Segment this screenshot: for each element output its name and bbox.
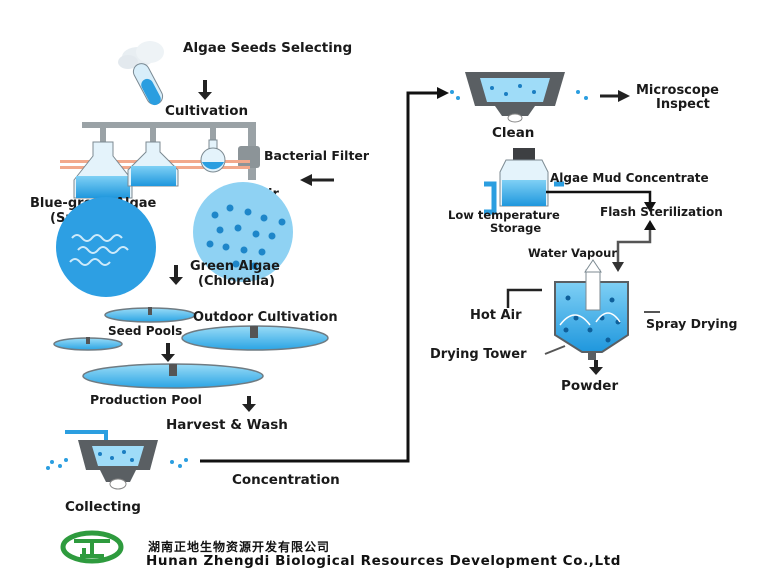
clean-label: Clean — [492, 125, 534, 141]
hot-air-label: Hot Air — [470, 308, 522, 323]
collecting-label: Collecting — [65, 499, 141, 515]
cultivation-label: Cultivation — [165, 103, 248, 119]
powder-label: Powder — [561, 378, 618, 394]
test-tube-icon — [118, 41, 164, 106]
seed-pool — [53, 337, 123, 351]
company-name-english: Hunan Zhengdi Biological Resources Devel… — [146, 553, 622, 569]
low-temperature-label: Low temperature — [448, 208, 560, 222]
arrow-head-3 — [161, 354, 175, 362]
arrow-head-1 — [198, 92, 212, 100]
microscope-label: Microscope — [636, 83, 719, 98]
concentration-label: Concentration — [232, 472, 340, 488]
chlorella-micrograph — [193, 182, 293, 282]
arrow-head-inspect — [618, 90, 630, 102]
production-pool — [82, 363, 264, 389]
drying-tower-label: Drying Tower — [430, 347, 527, 362]
mud-to-sterilization-line — [546, 190, 652, 204]
flash-sterilization-label: Flash Sterilization — [600, 205, 723, 219]
outdoor-pool — [181, 325, 329, 351]
mud-arrow-head — [644, 202, 656, 212]
collecting-centrifuge-icon — [46, 430, 188, 490]
spirulina-micrograph — [56, 197, 156, 297]
inspect-label: Inspect — [656, 97, 710, 112]
chlorella-label: (Chlorella) — [198, 274, 275, 289]
storage-label: Storage — [490, 221, 541, 235]
arrow-head-2 — [169, 277, 183, 285]
water-vapour-label: Water Vapour — [528, 246, 617, 260]
seed-pools-label: Seed Pools — [108, 324, 182, 338]
air-arrow-head — [300, 174, 312, 186]
outdoor-cultivation-label: Outdoor Cultivation — [193, 310, 338, 325]
algae-seeds-selecting-label: Algae Seeds Selecting — [183, 40, 352, 56]
sterilization-arrow-up — [644, 220, 656, 230]
arrow-head-powder — [589, 367, 603, 375]
connector-arrow-head — [437, 87, 449, 99]
sterilization-to-tower-line — [616, 228, 652, 264]
harvest-wash-label: Harvest & Wash — [166, 417, 288, 433]
production-pool-label: Production Pool — [90, 392, 202, 407]
company-name-chinese: 湖南正地生物资源开发有限公司 — [148, 540, 331, 554]
tower-arrow-head — [612, 262, 624, 272]
drying-tower-pointer — [544, 345, 566, 355]
company-logo — [60, 530, 124, 564]
hot-air-line — [506, 288, 542, 308]
arrow-head-4 — [242, 404, 256, 412]
clean-centrifuge-icon — [450, 72, 588, 123]
storage-bottle-icon — [484, 148, 564, 215]
bacterial-filter-label: Bacterial Filter — [264, 148, 370, 163]
culture-apparatus — [60, 122, 260, 199]
spray-drying-label: Spray Drying — [646, 316, 738, 331]
green-algae-label: Green Algae — [190, 259, 280, 274]
concentration-connector — [200, 91, 440, 463]
seed-pool — [104, 307, 196, 323]
algae-mud-concentrate-label: Algae Mud Concentrate — [550, 171, 709, 185]
drying-tower-icon — [554, 259, 629, 360]
